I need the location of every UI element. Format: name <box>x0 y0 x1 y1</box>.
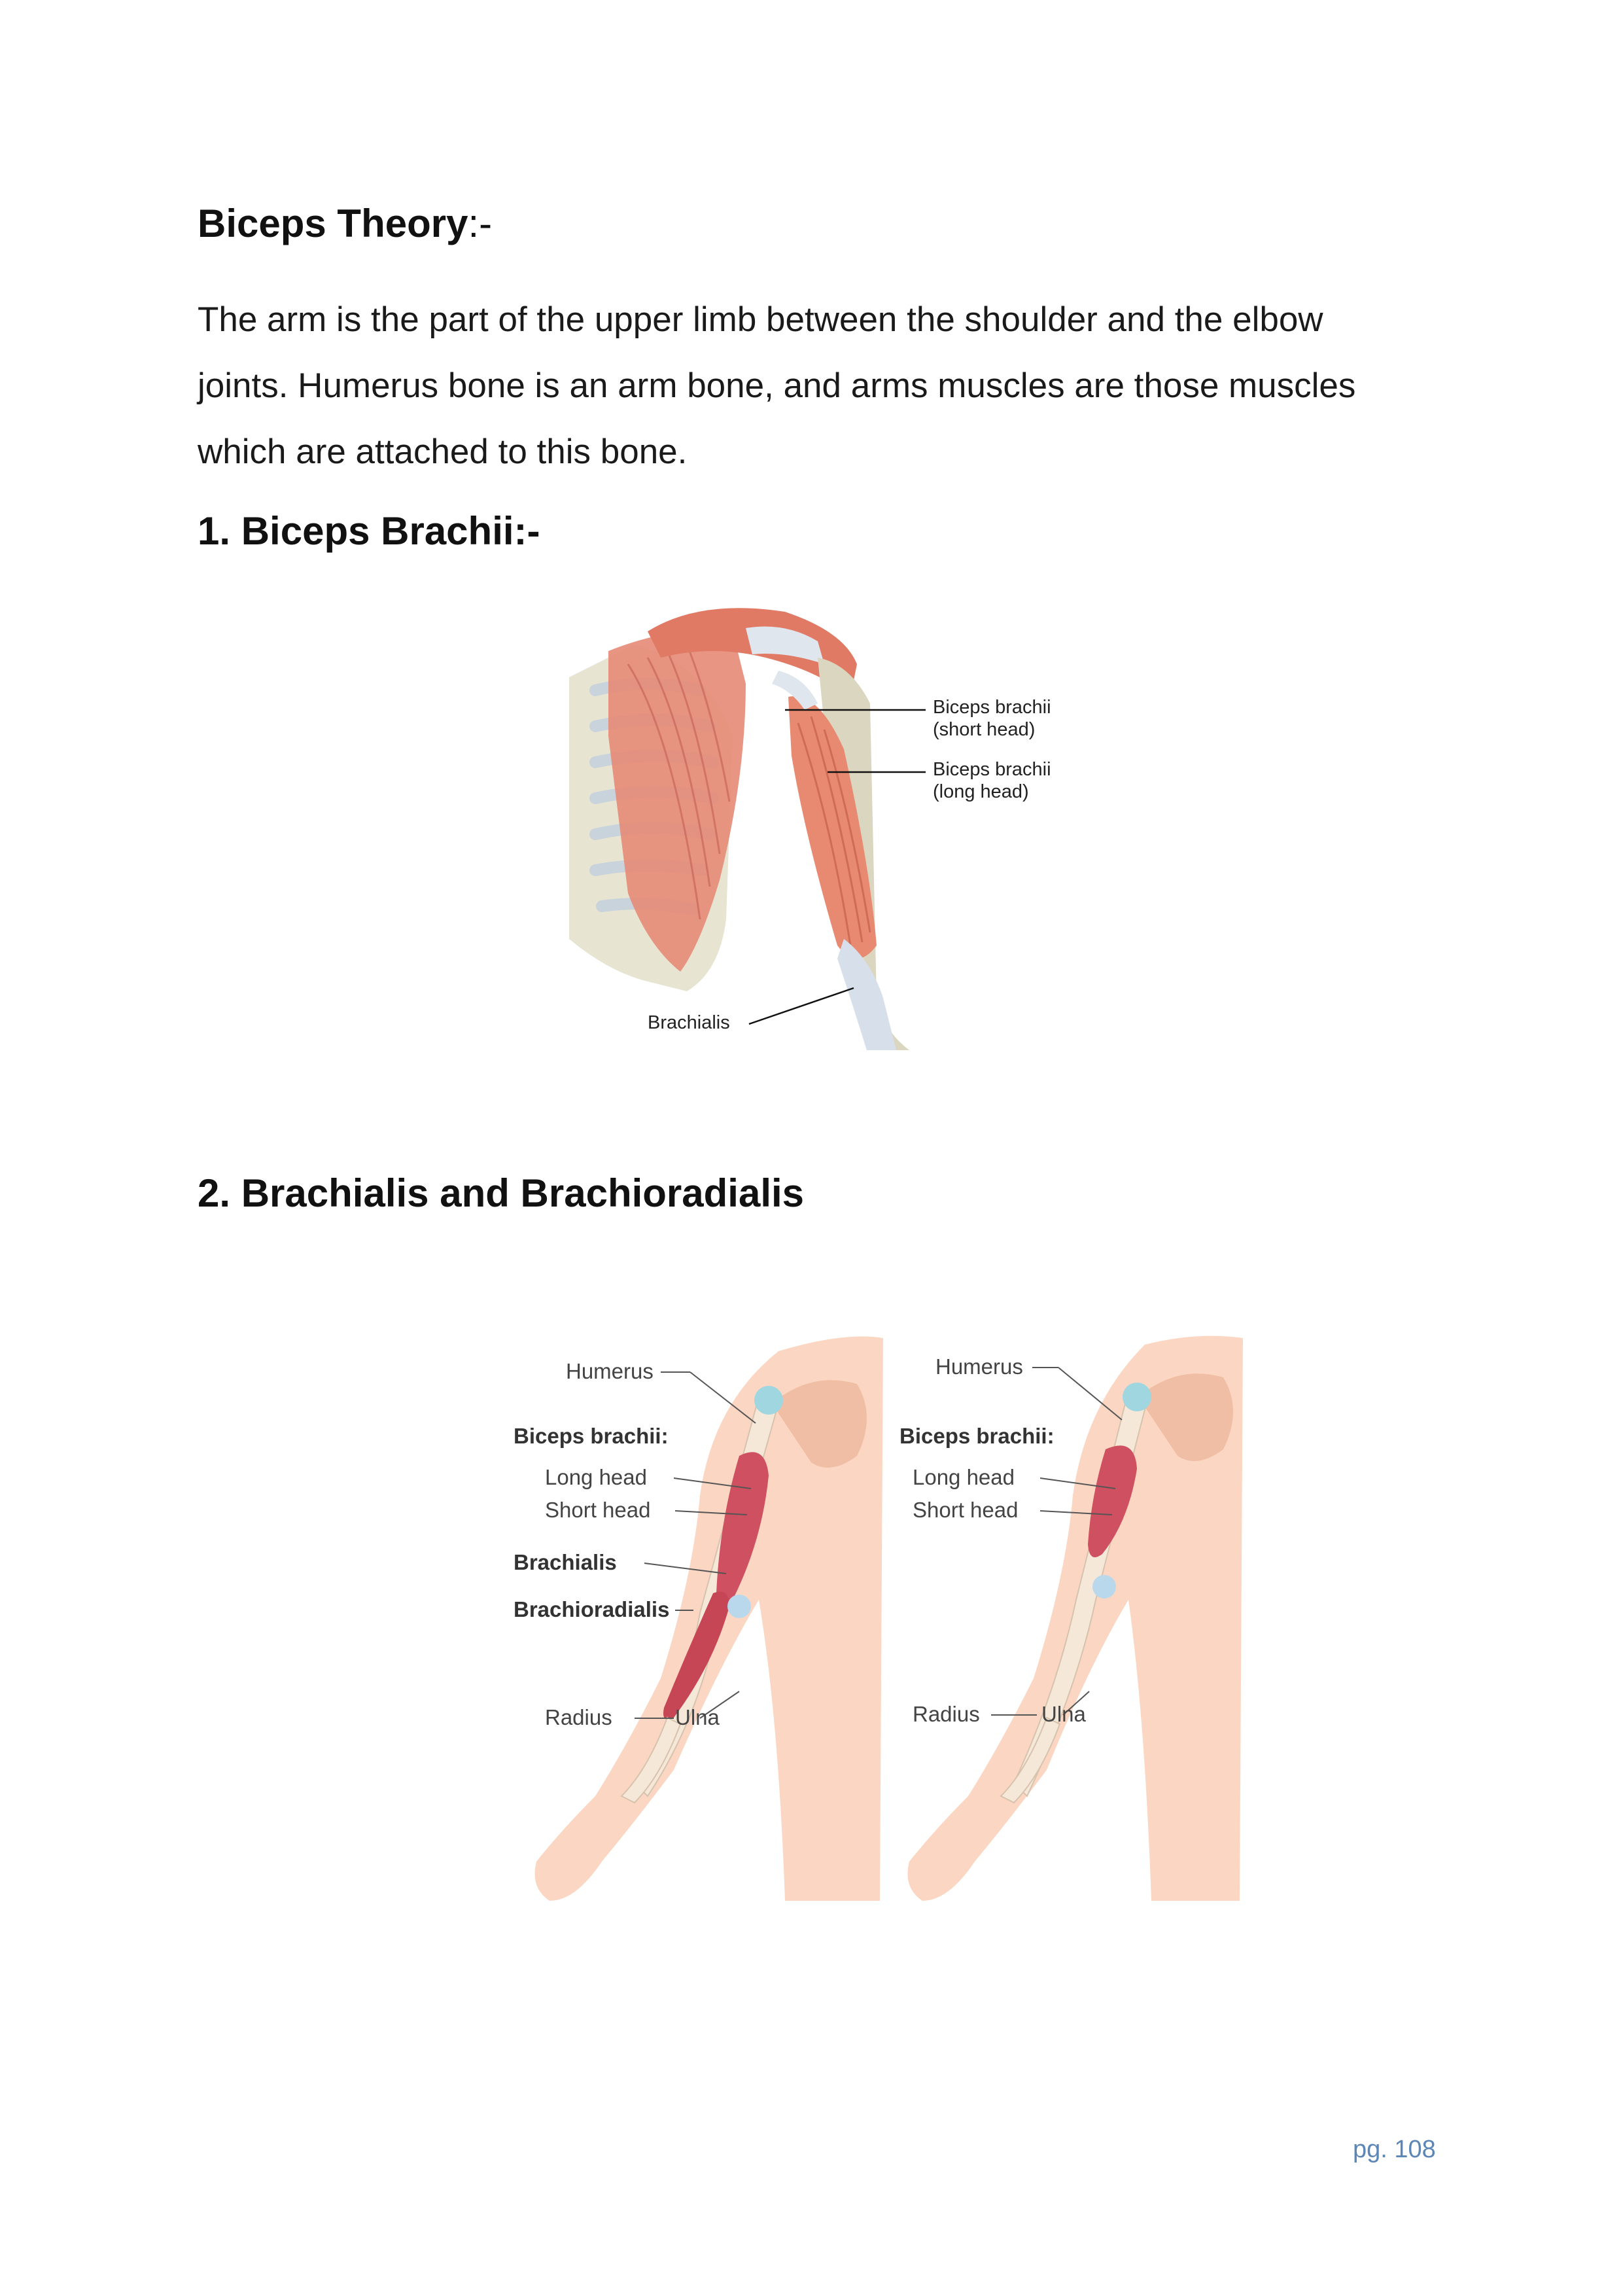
page-title-bold: Biceps Theory <box>198 202 468 245</box>
intro-line-2: joints. Humerus bone is an arm bone, and… <box>198 366 1356 405</box>
right-label-humerus: Humerus <box>935 1354 1023 1379</box>
label-short-head-2: (short head) <box>933 719 1035 740</box>
arm-muscles-illustration: Humerus Biceps brachii: Long head Short … <box>514 1335 1243 1901</box>
intro-line-1: The arm is the part of the upper limb be… <box>198 300 1323 339</box>
intro-line-3: which are attached to this bone. <box>198 433 688 471</box>
left-label-long-head: Long head <box>545 1465 647 1489</box>
left-label-humerus: Humerus <box>566 1359 654 1383</box>
page-number: pg. 108 <box>1353 2136 1436 2163</box>
left-label-biceps-brachii: Biceps brachii: <box>514 1424 669 1448</box>
left-label-brachioradialis: Brachioradialis <box>514 1597 669 1621</box>
page-title-suffix: :- <box>468 202 493 245</box>
biceps-brachii-figure: Biceps brachii (short head) Biceps brach… <box>569 605 1073 1050</box>
brachialis-brachioradialis-figure: Humerus Biceps brachii: Long head Short … <box>504 1325 1276 1927</box>
left-label-ulna: Ulna <box>675 1705 720 1729</box>
intro-paragraph: The arm is the part of the upper limb be… <box>198 287 1440 485</box>
left-label-radius: Radius <box>545 1705 612 1729</box>
left-label-short-head: Short head <box>545 1498 650 1522</box>
section-heading-biceps-brachii: 1. Biceps Brachii:- <box>198 509 540 553</box>
label-brachialis: Brachialis <box>648 1012 730 1033</box>
right-label-radius: Radius <box>913 1702 980 1726</box>
right-label-short-head: Short head <box>913 1498 1018 1522</box>
right-label-long-head: Long head <box>913 1465 1015 1489</box>
label-short-head-1: Biceps brachii <box>933 697 1051 718</box>
section-heading-brachialis: 2. Brachialis and Brachioradialis <box>198 1171 805 1215</box>
right-label-biceps-brachii: Biceps brachii: <box>899 1424 1055 1448</box>
biceps-brachii-illustration: Biceps brachii (short head) Biceps brach… <box>569 608 1051 1050</box>
label-long-head-1: Biceps brachii <box>933 759 1051 780</box>
label-long-head-2: (long head) <box>933 781 1029 802</box>
right-label-ulna: Ulna <box>1041 1702 1087 1726</box>
left-label-brachialis: Brachialis <box>514 1550 617 1574</box>
page-title: Biceps Theory:- <box>198 196 492 251</box>
